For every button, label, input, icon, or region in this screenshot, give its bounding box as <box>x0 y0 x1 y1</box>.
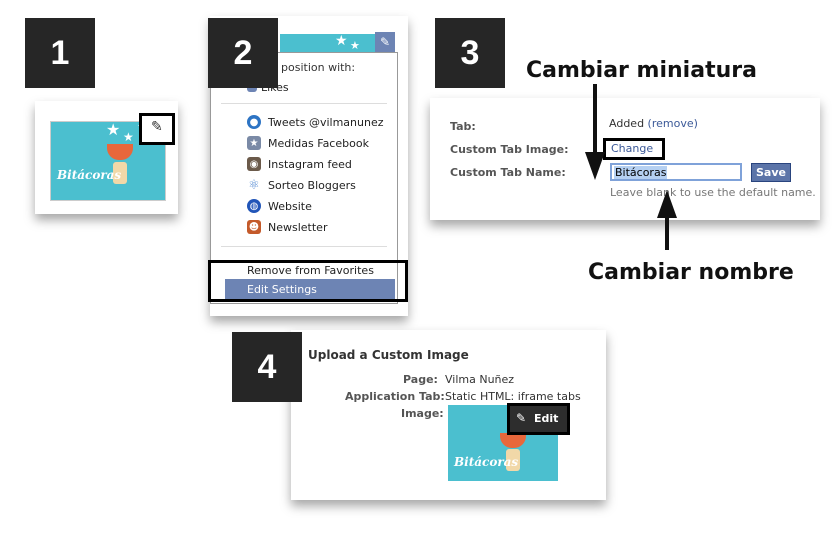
menu-item-label: Tweets @vilmanunez <box>268 115 384 129</box>
menu-item-remove-favorites[interactable]: Remove from Favorites <box>247 263 374 277</box>
annotation-cambiar-nombre: Cambiar nombre <box>588 260 794 285</box>
tab-name-hint: Leave blank to use the default name. <box>610 186 816 199</box>
tab-label: Tab: <box>450 120 476 133</box>
trophy-icon <box>107 144 133 160</box>
menu-item-sorteo[interactable]: ⚛ Sorteo Bloggers <box>247 175 356 195</box>
arrow-down-icon <box>585 84 605 180</box>
menu-item-label: Medidas Facebook <box>268 136 369 150</box>
menu-header: position with: <box>281 61 356 74</box>
image-label: Image: <box>401 407 444 420</box>
mascot-icon: ☻ <box>247 220 261 234</box>
globe-icon: ◍ <box>247 199 261 213</box>
menu-item-tweets[interactable]: ● Tweets @vilmanunez <box>247 112 384 132</box>
thumbnail-label: Bitácoras <box>57 168 122 182</box>
menu-item-label: Instagram feed <box>268 157 352 171</box>
tab-value: Added <box>609 117 645 130</box>
step-3-badge: 3 <box>435 18 505 88</box>
pencil-icon: ✎ <box>516 411 527 425</box>
change-link-highlight <box>603 138 665 160</box>
pencil-icon: ✎ <box>151 119 163 135</box>
change-image-link[interactable]: Change <box>611 142 654 155</box>
menu-item-label: Sorteo Bloggers <box>268 178 356 192</box>
star-icon: ★ <box>123 130 134 144</box>
thumbnail-label: Bitácoras <box>454 455 519 469</box>
star-icon: ★ <box>335 33 348 49</box>
custom-tab-name-label: Custom Tab Name: <box>450 166 566 179</box>
star-icon: ★ <box>350 39 360 52</box>
tab-thumbnail-panel: ★ ★ ★ Bitácoras ✎ <box>35 101 178 214</box>
menu-item-label: Remove from Favorites <box>247 263 374 277</box>
star-icon: ★ <box>247 136 261 150</box>
remove-tab-link[interactable]: (remove) <box>647 117 698 130</box>
tab-strip: ★ ★ <box>280 33 375 54</box>
hand-icon <box>506 449 520 471</box>
application-tab-label: Application Tab: <box>345 390 445 403</box>
tab-status: Added (remove) <box>609 117 698 130</box>
tab-name-value: Bitácoras <box>614 166 668 179</box>
hand-icon <box>113 162 127 184</box>
star-icon: ★ <box>106 121 121 139</box>
twitter-bird-icon: ● <box>247 115 261 129</box>
tab-name-input[interactable]: Bitácoras <box>610 163 742 181</box>
pencil-tab-button[interactable]: ✎ <box>375 32 395 52</box>
edit-button-label: Edit <box>534 412 559 425</box>
trophy-icon <box>500 433 526 448</box>
atom-icon: ⚛ <box>247 177 261 193</box>
step-1-badge: 1 <box>25 18 95 88</box>
menu-item-medidas[interactable]: ★ Medidas Facebook <box>247 133 369 153</box>
menu-item-newsletter[interactable]: ☻ Newsletter <box>247 217 327 237</box>
menu-item-edit-settings[interactable]: Edit Settings <box>225 279 395 299</box>
menu-divider <box>221 103 387 104</box>
page-value: Vilma Nuñez <box>445 373 515 386</box>
upload-title: Upload a Custom Image <box>308 348 469 362</box>
annotation-cambiar-miniatura: Cambiar miniatura <box>526 58 757 83</box>
menu-item-label: Newsletter <box>268 220 328 234</box>
step-4-badge: 4 <box>232 332 302 402</box>
step-2-badge: 2 <box>208 18 278 88</box>
instagram-icon: ◉ <box>247 157 261 171</box>
arrow-up-icon <box>657 190 677 250</box>
page-label: Page: <box>403 373 438 386</box>
menu-item-instagram[interactable]: ◉ Instagram feed <box>247 154 352 174</box>
menu-item-label: Website <box>268 199 312 213</box>
menu-item-label: Edit Settings <box>247 282 317 296</box>
application-tab-value: Static HTML: iframe tabs <box>445 390 581 403</box>
menu-divider <box>221 246 387 247</box>
custom-tab-image-label: Custom Tab Image: <box>450 143 569 156</box>
menu-item-website[interactable]: ◍ Website <box>247 196 312 216</box>
save-button[interactable]: Save <box>751 163 791 182</box>
edit-image-button[interactable]: ✎ Edit <box>507 403 570 435</box>
edit-settings-highlight <box>208 260 408 302</box>
edit-pencil-button[interactable]: ✎ <box>139 113 175 145</box>
